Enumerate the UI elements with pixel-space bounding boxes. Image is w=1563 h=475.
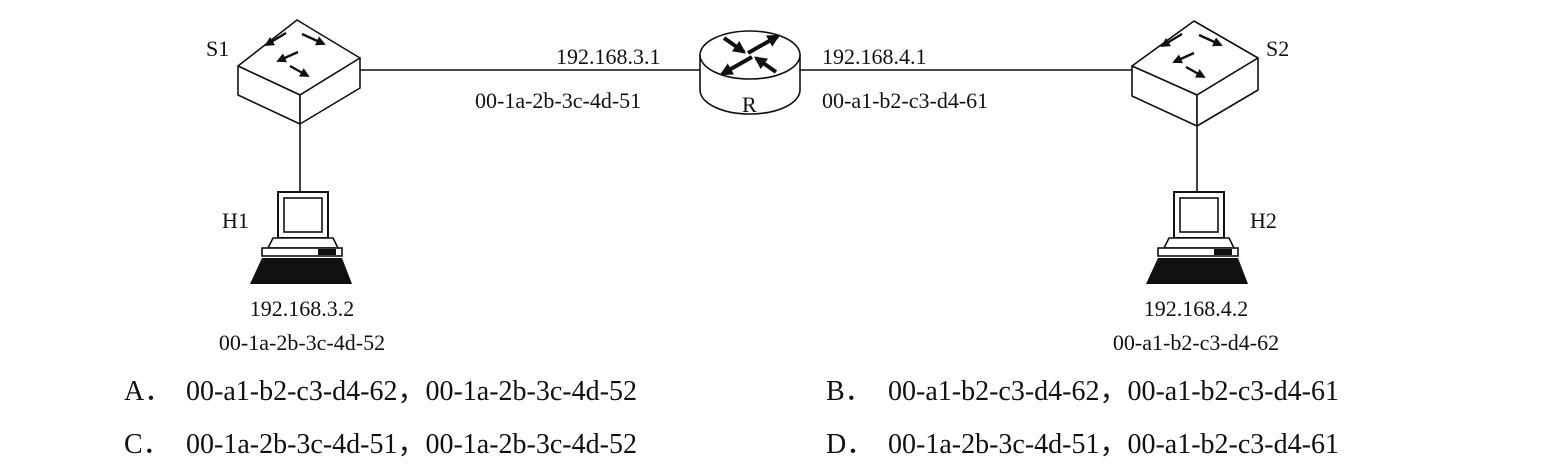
option-a-letter: A． [124,376,173,407]
host-h1-computer-icon [250,191,352,284]
host-h1-mac: 00-1a-2b-3c-4d-52 [218,330,386,355]
network-topology-diagram: S1 S2 R H1 H2 192.168.3.1 00-1a-2b-3c-4d… [206,19,1290,355]
router-left-ip: 192.168.3.1 [556,44,661,69]
option-b: B． 00-a1-b2-c3-d4-62，00-a1-b2-c3-d4-61 [826,378,1339,406]
host-h1-label: H1 [222,208,249,233]
option-a-text: 00-a1-b2-c3-d4-62，00-1a-2b-3c-4d-52 [186,376,637,407]
option-d-letter: D． [826,429,875,460]
option-b-text: 00-a1-b2-c3-d4-62，00-a1-b2-c3-d4-61 [888,376,1339,407]
option-a: A． 00-a1-b2-c3-d4-62，00-1a-2b-3c-4d-52 [124,378,637,406]
switch-s1-icon [237,19,361,125]
switch-s2-icon [1131,20,1259,127]
host-h2-label: H2 [1250,208,1277,233]
option-b-letter: B． [826,376,873,407]
option-c: C． 00-1a-2b-3c-4d-51，00-1a-2b-3c-4d-52 [124,431,637,459]
switch-s1-label: S1 [206,36,230,61]
host-h2-mac: 00-a1-b2-c3-d4-62 [1112,330,1280,355]
router-icon [699,30,801,115]
topology-drawing [237,19,1259,284]
host-h1-ip: 192.168.3.2 [249,296,355,321]
option-d-text: 00-1a-2b-3c-4d-51，00-a1-b2-c3-d4-61 [888,429,1339,460]
option-c-text: 00-1a-2b-3c-4d-51，00-1a-2b-3c-4d-52 [186,429,637,460]
option-c-letter: C． [124,429,171,460]
switch-s2-label: S2 [1266,36,1290,61]
router-label: R [742,92,757,117]
router-right-ip: 192.168.4.1 [822,44,927,69]
host-h2-computer-icon [1146,191,1248,284]
router-right-mac: 00-a1-b2-c3-d4-61 [822,88,989,113]
option-d: D． 00-1a-2b-3c-4d-51，00-a1-b2-c3-d4-61 [826,431,1339,459]
router-left-mac: 00-1a-2b-3c-4d-51 [475,88,642,113]
host-h2-ip: 192.168.4.2 [1143,296,1249,321]
